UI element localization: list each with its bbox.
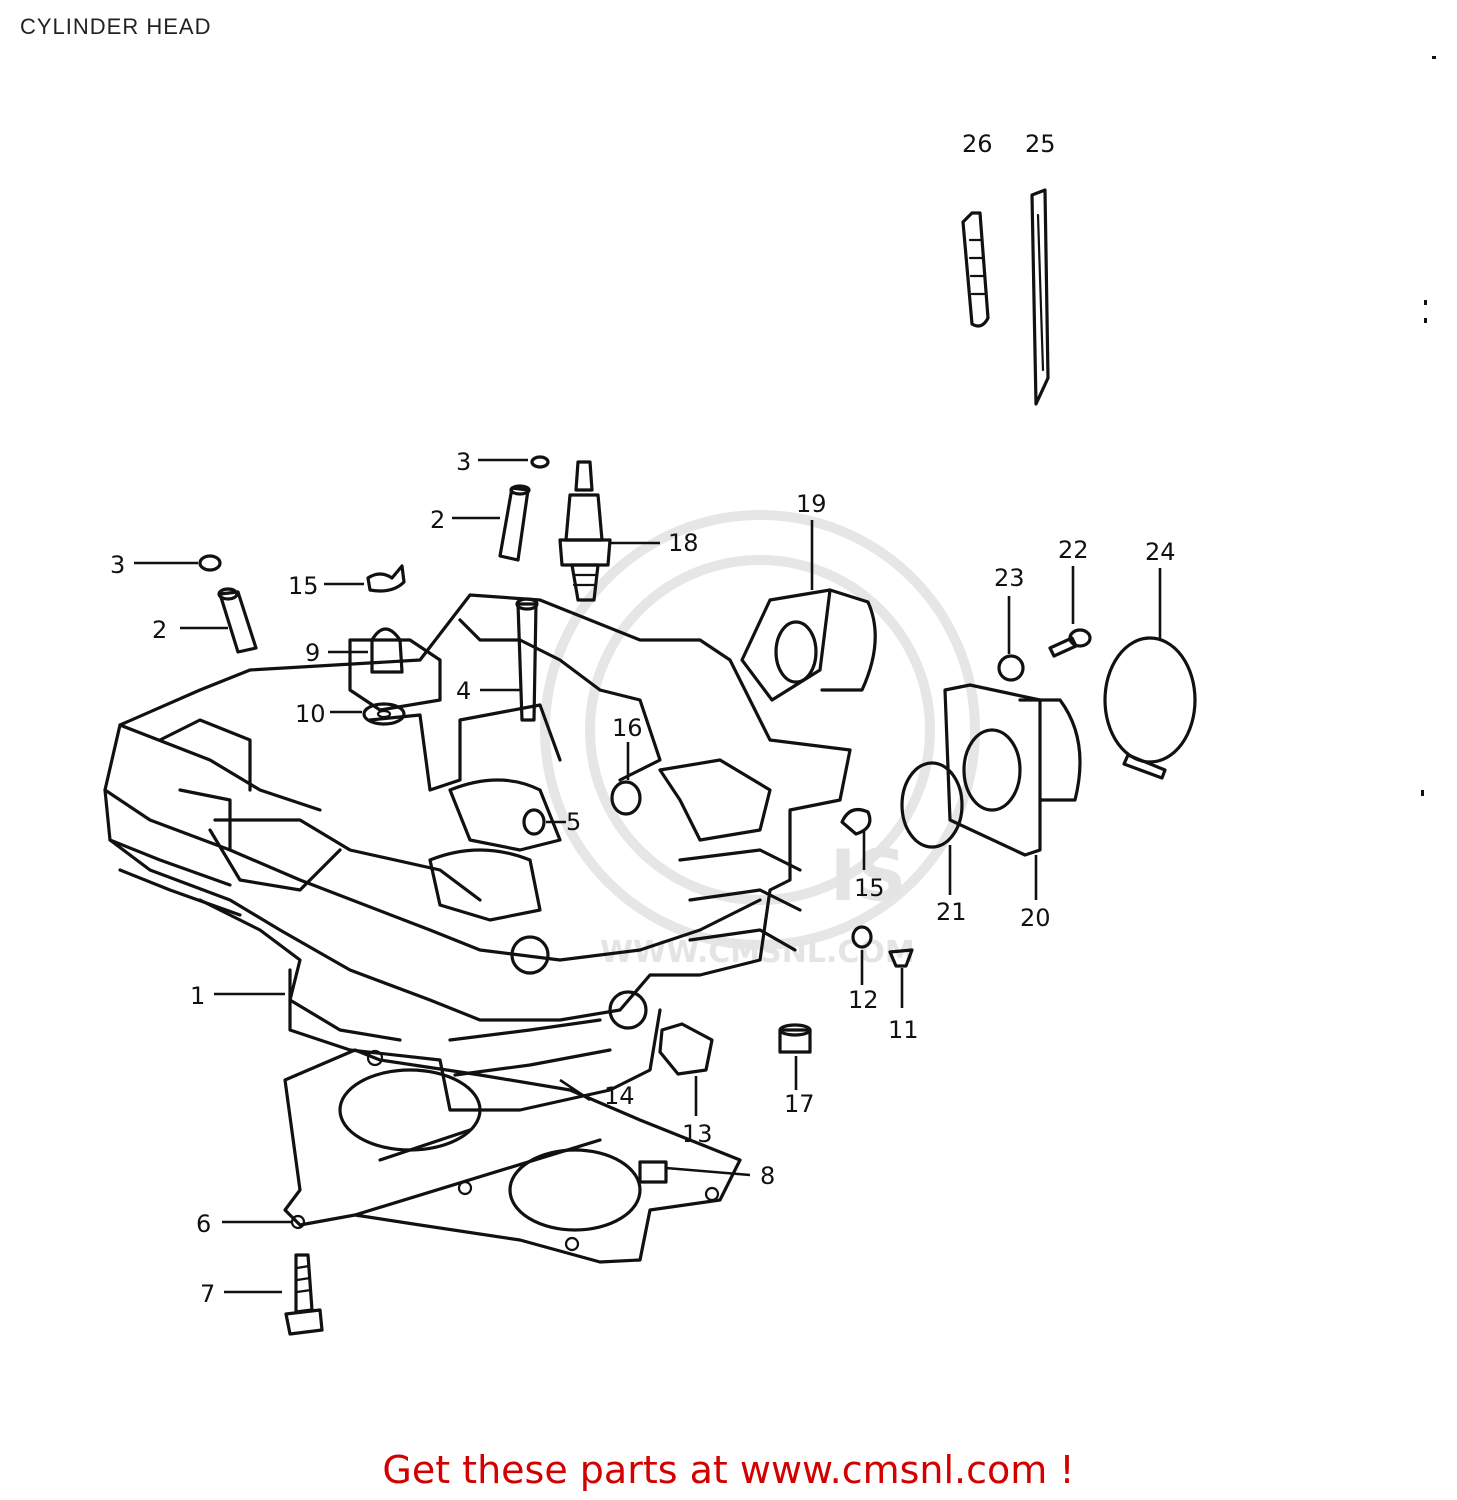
callout-7: 7: [200, 1280, 215, 1308]
part-18-spark-plug-icon: [558, 460, 660, 602]
callout-22: 22: [1058, 536, 1089, 564]
callout-10: 10: [295, 700, 326, 728]
part-15-upper-icon: [324, 564, 406, 593]
part-23-nut-icon: [997, 596, 1025, 682]
callout-5: 5: [566, 808, 581, 836]
part-3-upper-icon: [478, 455, 550, 469]
callout-3-left: 3: [110, 551, 125, 579]
callout-24: 24: [1145, 538, 1176, 566]
callout-17: 17: [784, 1090, 815, 1118]
part-9-cap-nut-icon: [328, 627, 404, 674]
callout-20: 20: [1020, 904, 1051, 932]
callout-2-upper: 2: [430, 506, 445, 534]
part-6-gasket-icon: [283, 1048, 742, 1264]
part-13-plug-icon: [658, 1022, 714, 1116]
diagram-title: CYLINDER HEAD: [20, 14, 212, 39]
part-10-washer-icon: [330, 702, 406, 726]
scan-specks: [1421, 56, 1436, 796]
part-21-o-ring-icon: [900, 761, 964, 895]
callout-11: 11: [888, 1016, 919, 1044]
part-3-left-icon: [134, 554, 222, 572]
callout-12: 12: [848, 986, 879, 1014]
part-16-plug-icon: [610, 742, 642, 816]
part-11-screw-icon: [888, 948, 914, 1008]
callout-21: 21: [936, 898, 967, 926]
callout-23: 23: [994, 564, 1025, 592]
callout-15-upper: 15: [288, 572, 319, 600]
part-1-cylinder-head-icon: [103, 593, 852, 1112]
callout-2-left: 2: [152, 616, 167, 644]
callout-9: 9: [305, 639, 320, 667]
callout-4: 4: [456, 677, 471, 705]
part-15-right-icon: [840, 808, 872, 870]
part-20-flange-icon: [943, 683, 1082, 900]
callout-19: 19: [796, 490, 827, 518]
part-4-stud-icon: [480, 597, 539, 722]
callout-16: 16: [612, 714, 643, 742]
callout-18: 18: [668, 529, 699, 557]
callout-13: 13: [682, 1120, 713, 1148]
callout-labels: 26 25 3 2 18 3 15 2 9 4 10 19 16 5 23 22…: [110, 130, 1176, 1308]
callout-6: 6: [196, 1210, 211, 1238]
part-5-dowel-icon: [522, 808, 566, 836]
part-2-upper-icon: [452, 484, 531, 562]
part-17-dowel-icon: [778, 1023, 812, 1090]
callout-15-right: 15: [854, 874, 885, 902]
svg-text:IS: IS: [830, 835, 906, 917]
callout-8: 8: [760, 1162, 775, 1190]
part-26-tool-icon: [961, 211, 990, 328]
part-2-left-icon: [180, 587, 258, 654]
get-parts-link[interactable]: Get these parts at www.cmsnl.com !: [382, 1448, 1075, 1492]
part-7-bolt-icon: [224, 1253, 324, 1336]
part-19-intake-pipe-icon: [740, 520, 877, 702]
callout-25: 25: [1025, 130, 1056, 158]
svg-text:WWW.CMSNL.COM: WWW.CMSNL.COM: [600, 935, 915, 970]
callout-14: 14: [604, 1082, 635, 1110]
callout-26: 26: [962, 130, 993, 158]
part-24-clamp-icon: [1103, 568, 1197, 780]
part-8-dowel-icon: [638, 1160, 751, 1184]
part-22-bolt-icon: [1048, 566, 1092, 658]
part-12-washer-icon: [851, 925, 873, 985]
callout-3-upper: 3: [456, 448, 471, 476]
callout-1: 1: [190, 982, 205, 1010]
part-25-rod-icon: [1030, 188, 1050, 406]
